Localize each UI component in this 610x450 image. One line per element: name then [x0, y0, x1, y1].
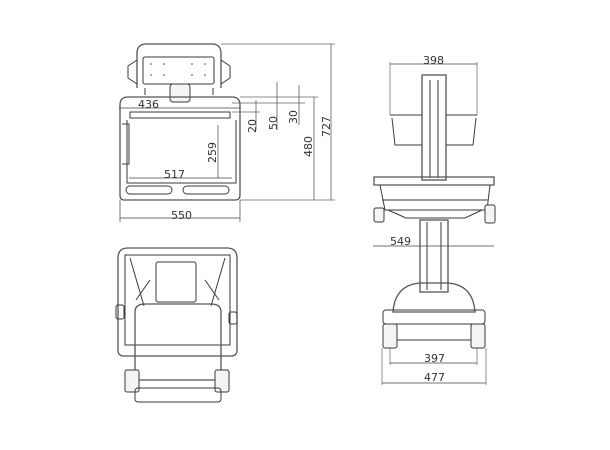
dim-label-259: 259 [206, 142, 219, 163]
dim-label-398: 398 [423, 54, 444, 67]
top-view [119, 43, 335, 222]
dim-label-727: 727 [320, 116, 333, 137]
dim-label-480: 480 [302, 136, 315, 157]
dim-label-397: 397 [424, 352, 445, 365]
dim-label-517: 517 [164, 168, 185, 181]
dim-label-477: 477 [424, 371, 445, 384]
dim-label-30: 30 [287, 110, 300, 124]
dim-label-50: 50 [267, 116, 280, 130]
side-view [373, 62, 496, 385]
bottom-view [115, 247, 238, 403]
dim-label-550: 550 [171, 209, 192, 222]
dim-label-20: 20 [246, 119, 259, 133]
dim-label-436: 436 [138, 98, 159, 111]
dim-label-549: 549 [390, 235, 411, 248]
